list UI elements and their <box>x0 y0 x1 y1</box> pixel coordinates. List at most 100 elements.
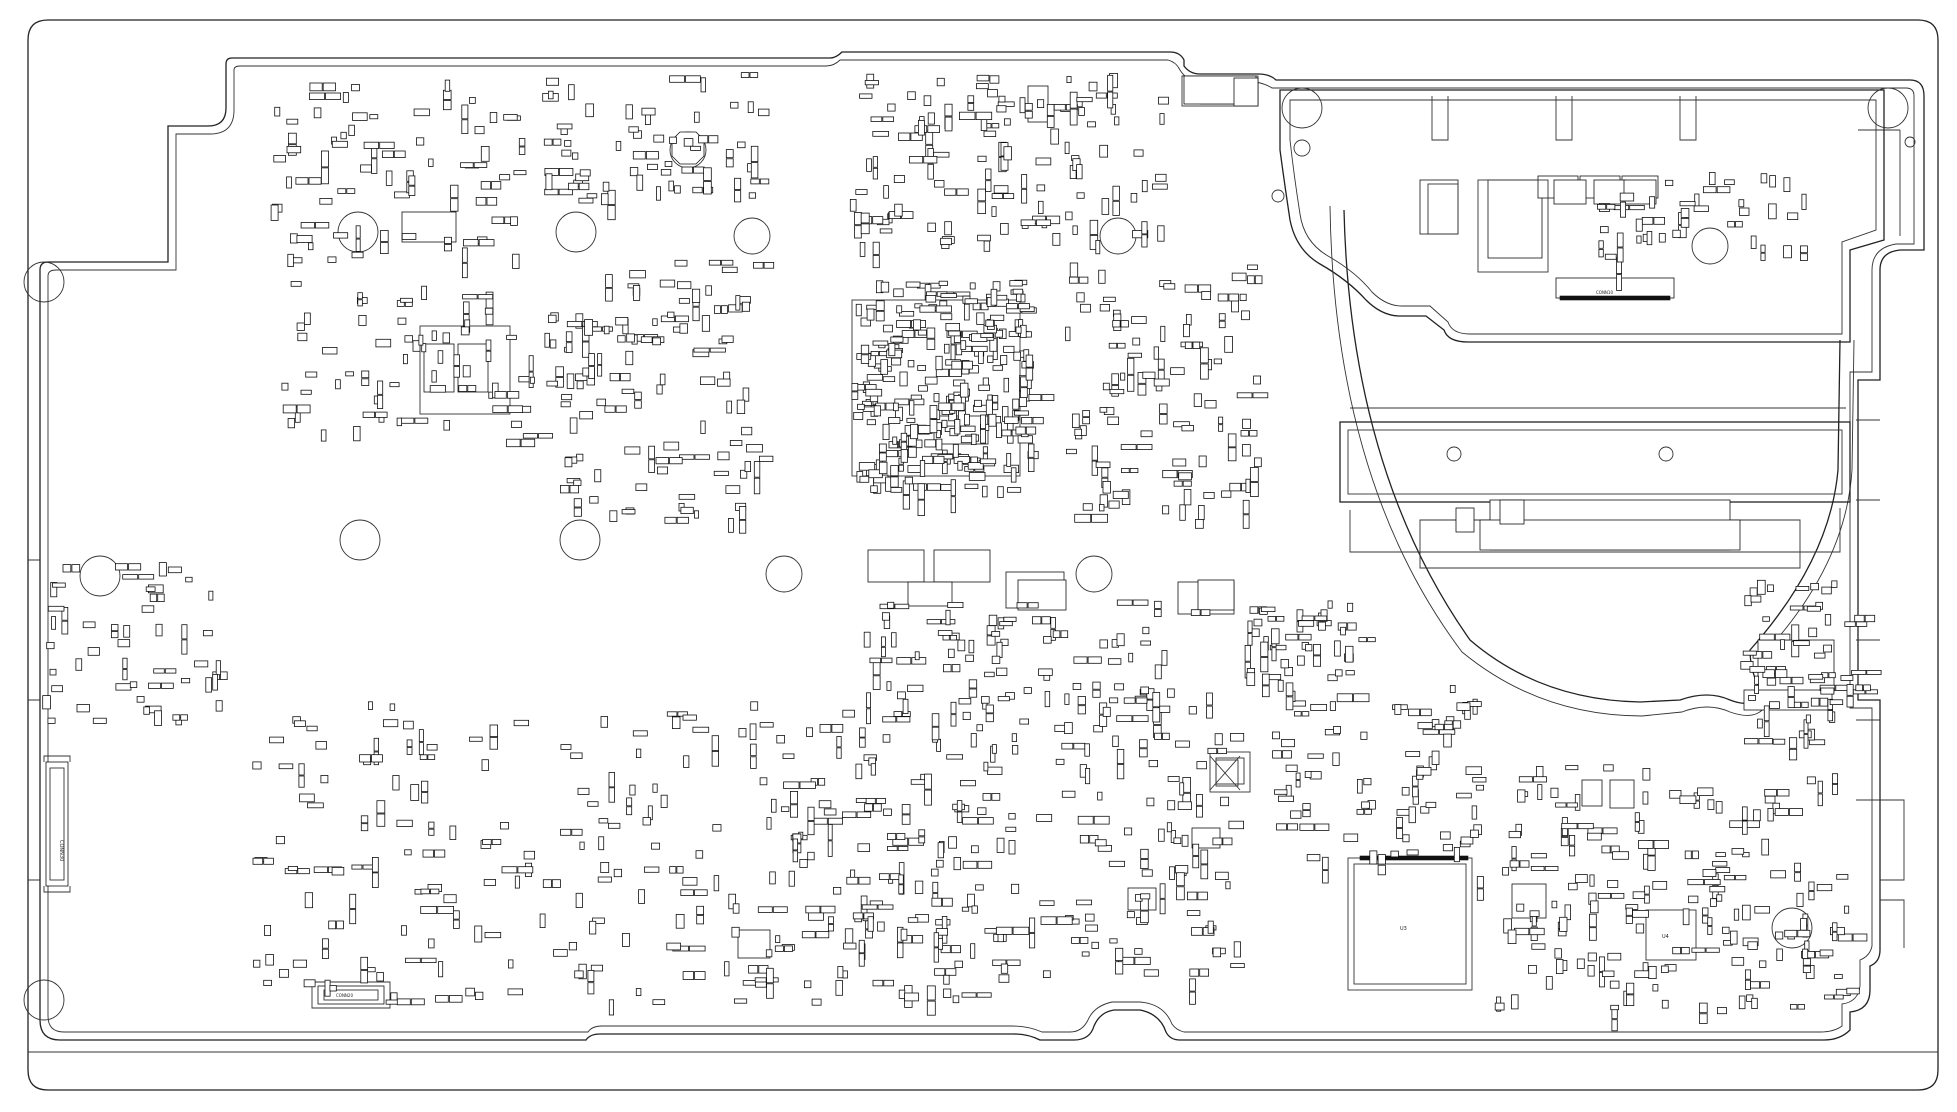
smd-component <box>682 877 698 886</box>
smd-component <box>864 80 879 86</box>
smd-component <box>972 302 981 311</box>
smd-component <box>1806 776 1816 785</box>
smd-component <box>1127 374 1135 392</box>
smd-component <box>694 971 706 980</box>
smd-component <box>1011 733 1018 742</box>
smd-component <box>1027 602 1039 609</box>
smd-component <box>1103 296 1116 302</box>
smd-component <box>568 182 579 191</box>
smd-component <box>128 563 142 571</box>
smd-component <box>1192 856 1200 869</box>
smd-component <box>1827 710 1834 722</box>
smd-component <box>971 845 979 854</box>
smd-component <box>360 164 372 173</box>
smd-component <box>1759 960 1767 968</box>
smd-component <box>501 866 518 874</box>
smd-component <box>728 893 736 910</box>
smd-component <box>962 360 973 370</box>
smd-component <box>1220 796 1229 807</box>
smd-component <box>875 310 885 322</box>
smd-component <box>1747 941 1758 950</box>
smd-component <box>1207 747 1218 754</box>
smd-component <box>1649 196 1656 209</box>
smd-component <box>1069 276 1079 284</box>
smd-component <box>1716 894 1723 902</box>
smd-component <box>679 454 695 460</box>
smd-component <box>828 924 834 932</box>
smd-component <box>1475 784 1485 791</box>
smd-component <box>461 104 469 120</box>
smd-component <box>1345 670 1355 676</box>
smd-component <box>938 280 948 287</box>
smd-component <box>172 714 181 721</box>
smd-component <box>891 632 897 648</box>
smd-component <box>1236 392 1253 399</box>
smd-component <box>1840 675 1854 681</box>
smd-component <box>1810 697 1820 707</box>
smd-component <box>315 741 327 750</box>
smd-component <box>1170 830 1176 843</box>
smd-component <box>632 730 648 737</box>
smd-component <box>1076 292 1085 303</box>
smd-component <box>664 160 673 167</box>
smd-component <box>573 507 582 517</box>
smd-component <box>739 519 747 534</box>
smd-component <box>1154 609 1162 617</box>
smd-component <box>1796 892 1804 907</box>
smd-component <box>827 840 833 857</box>
smd-component <box>560 828 572 836</box>
smd-component <box>683 138 694 147</box>
smd-component <box>414 417 429 424</box>
smd-component <box>604 405 616 413</box>
smd-component <box>776 735 785 744</box>
smd-component <box>575 892 583 908</box>
smd-component <box>1260 641 1269 657</box>
board-outline <box>27 19 1939 1091</box>
smd-component <box>1774 808 1789 816</box>
smd-component <box>47 605 65 612</box>
smd-component <box>342 92 349 103</box>
smd-component <box>1864 614 1876 623</box>
smd-component <box>1635 218 1643 232</box>
smd-component <box>371 857 379 873</box>
smd-component <box>569 484 580 494</box>
smd-component <box>371 872 379 888</box>
smd-component <box>1658 233 1666 243</box>
smd-component <box>426 744 438 751</box>
smd-component <box>1178 472 1192 481</box>
smd-component <box>1102 480 1111 494</box>
smd-component <box>1008 813 1016 820</box>
smd-component <box>608 772 615 788</box>
smd-component <box>818 778 826 786</box>
smd-component <box>1652 984 1659 992</box>
smd-component <box>1641 216 1654 225</box>
smd-component <box>1217 293 1229 302</box>
smd-component <box>859 93 873 99</box>
smd-component <box>1214 733 1223 746</box>
smd-component <box>1245 478 1251 494</box>
smd-component <box>792 850 798 863</box>
smd-component <box>1738 199 1745 208</box>
smd-component <box>1565 765 1579 771</box>
smd-component <box>759 455 774 462</box>
smd-component <box>681 166 693 174</box>
smd-component <box>735 295 741 311</box>
smd-component <box>1091 941 1099 949</box>
smd-component <box>111 624 119 632</box>
smd-component <box>1052 232 1061 246</box>
smd-component <box>935 368 949 377</box>
smd-component <box>1762 669 1775 679</box>
smd-component <box>926 985 936 1001</box>
smd-component <box>1760 173 1768 184</box>
smd-component <box>1775 669 1788 679</box>
smd-component <box>461 119 469 135</box>
smd-component <box>1204 400 1217 409</box>
smd-component <box>461 262 468 279</box>
smd-component <box>835 980 843 996</box>
smd-component <box>1693 205 1709 212</box>
smd-component <box>1808 674 1824 680</box>
smd-component <box>621 388 635 395</box>
smd-component <box>1803 734 1809 749</box>
smd-component <box>1040 916 1057 925</box>
smd-component <box>408 185 416 196</box>
